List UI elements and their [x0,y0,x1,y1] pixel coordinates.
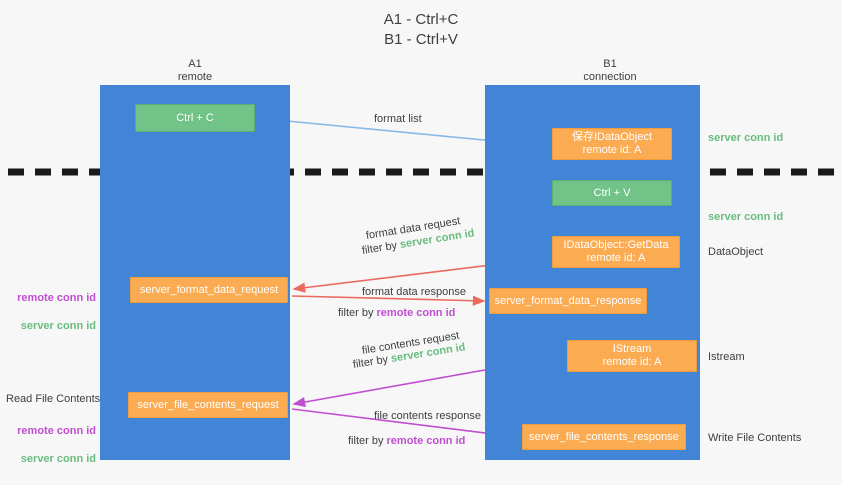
lane-a1-header: A1 remote [177,58,213,83]
filter-prefix: filter by [348,435,387,447]
annotation-write-file-contents: Write File Contents [708,432,802,444]
node-ctrl-c[interactable]: Ctrl + C [135,104,255,132]
filter-prefix: filter by [338,307,377,319]
node-istream[interactable]: IStream remote id: A [567,340,697,372]
edge-label-file-contents-response-filter: filter by remote conn id [348,434,465,448]
remote-conn-id-text: remote conn id [17,292,96,304]
page-title: A1 - Ctrl+C B1 - Ctrl+V [383,11,459,48]
remote-conn-id-text: remote conn id [386,435,466,447]
annotation-read-file-contents: Read File Contents [6,393,101,405]
edge-label-file-contents-response: file contents response [374,410,482,422]
remote-conn-id-text: remote conn id [376,307,456,319]
server-conn-id-text: server conn id [20,320,96,332]
annotation-conn-ids-upper: remote conn id server conn id [8,277,96,333]
lane-b1-header: B1 connection [583,58,637,83]
annotation-istream: Istream [708,351,745,363]
node-server-format-data-request[interactable]: server_format_data_request [130,277,288,303]
annotation-server-conn-id-mid: server conn id [708,211,784,223]
node-idataobject-getdata[interactable]: IDataObject::GetData remote id: A [552,236,680,268]
node-ctrl-v[interactable]: Ctrl + V [552,180,672,206]
filter-prefix: filter by [352,353,392,371]
node-server-format-data-response[interactable]: server_format_data_response [489,288,647,314]
annotation-dataobject: DataObject [708,246,764,258]
annotation-server-conn-id-top: server conn id [708,132,784,144]
edge-label-format-data-response: format data response [362,286,466,298]
server-conn-id-text: server conn id [20,453,96,465]
node-server-file-contents-request[interactable]: server_file_contents_request [128,392,288,418]
node-server-file-contents-response[interactable]: server_file_contents_response [522,424,686,450]
node-save-idataobject[interactable]: 保存IDataObject remote id: A [552,128,672,160]
annotation-conn-ids-lower: remote conn id server conn id [8,410,96,466]
edge-label-format-data-response-filter: filter by remote conn id [338,306,455,320]
edge-label-format-list: format list [374,113,422,125]
remote-conn-id-text: remote conn id [17,425,96,437]
